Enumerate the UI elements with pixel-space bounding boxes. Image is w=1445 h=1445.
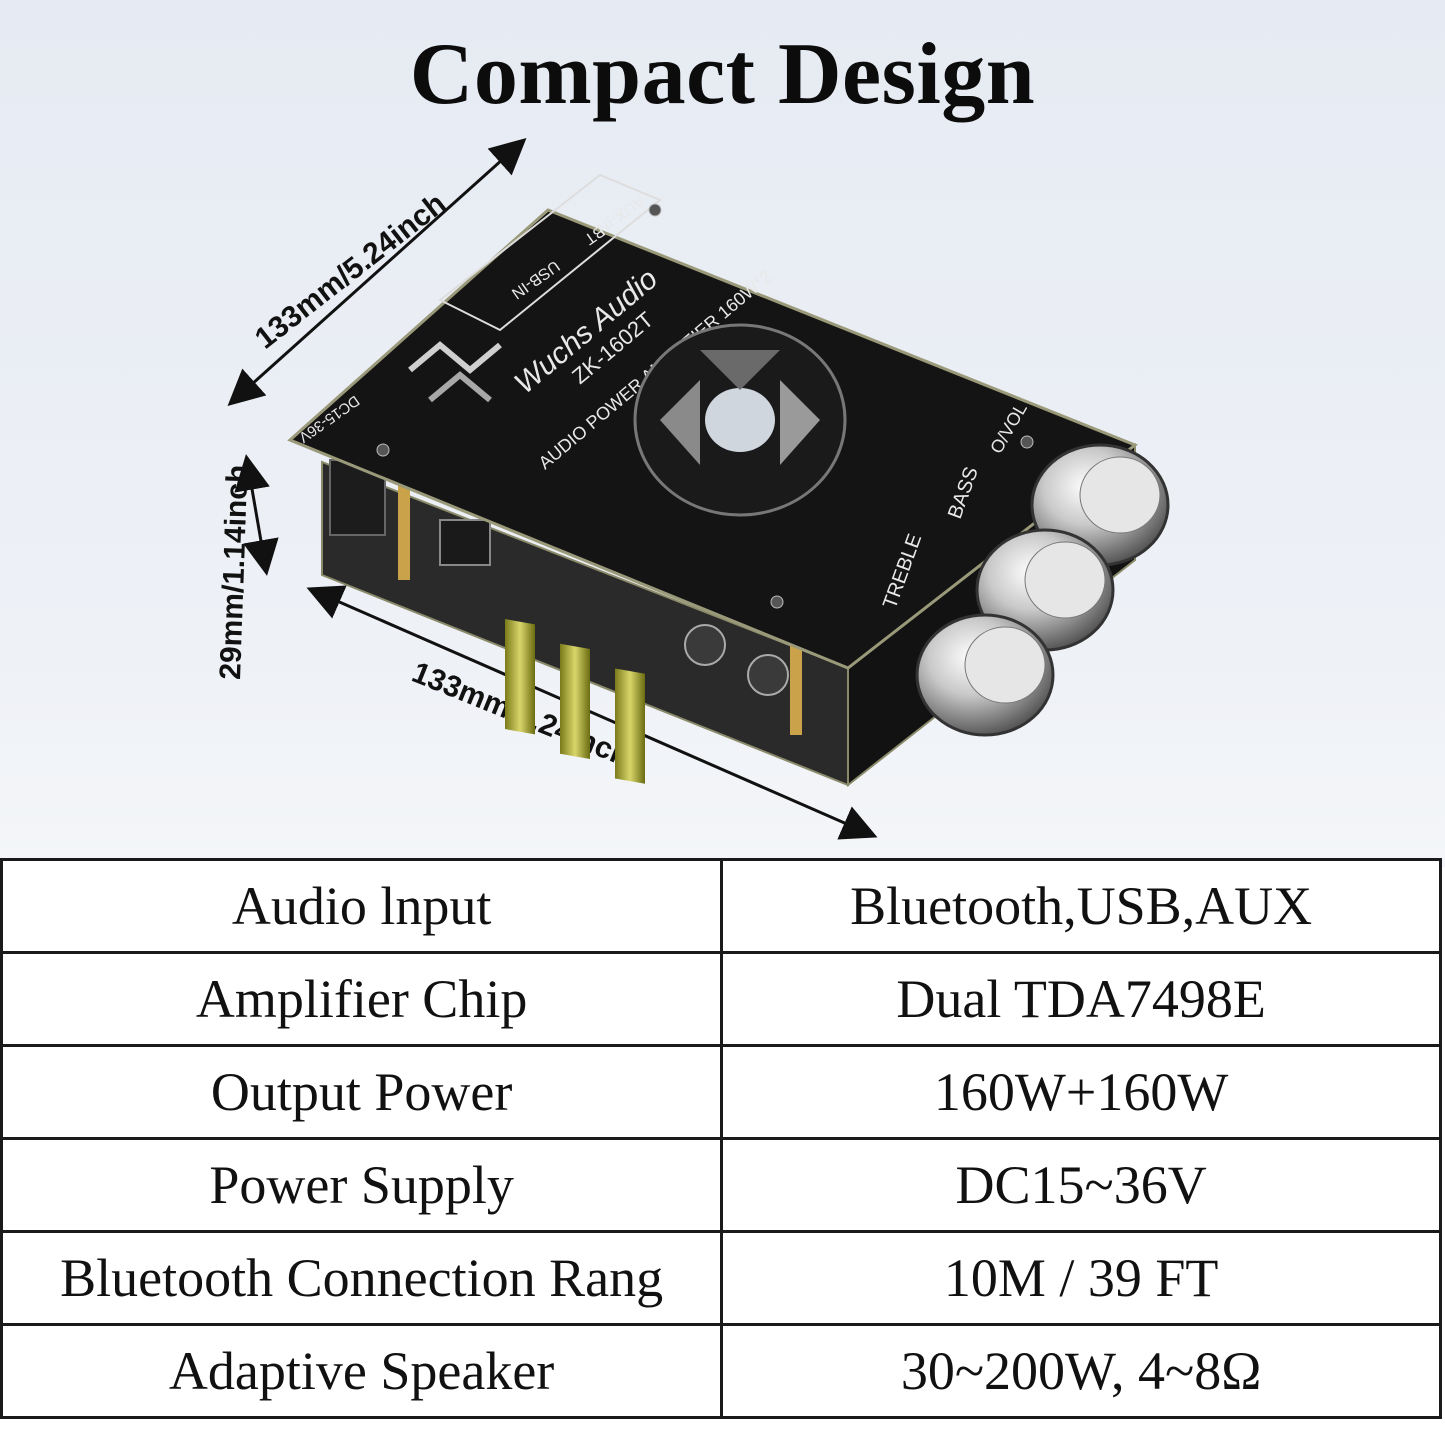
page-title: Compact Design <box>409 26 1036 123</box>
spec-label: Audio lnput <box>0 858 724 954</box>
height-dimension-arrow <box>234 454 279 576</box>
bottom-dimension-arrow <box>306 585 878 840</box>
top-dimension-arrow <box>227 137 527 407</box>
spec-label: Amplifier Chip <box>0 951 724 1047</box>
spec-table: Audio lnput Bluetooth,USB,AUX Amplifier … <box>0 858 1442 1419</box>
table-row: Amplifier Chip Dual TDA7498E <box>0 951 1442 1047</box>
capacitor <box>505 619 535 735</box>
small-capacitor <box>747 654 789 696</box>
spec-label: Power Supply <box>0 1137 724 1233</box>
amplifier-illustration: 133mm/5.24inch 29mm/1.14inch 133mm/5.24i… <box>214 137 1170 840</box>
chip <box>439 519 491 566</box>
height-dimension-label: 29mm/1.14inch <box>214 464 254 680</box>
heatsink-fins <box>408 341 502 403</box>
table-row: Bluetooth Connection Rang 10M / 39 FT <box>0 1230 1442 1326</box>
small-capacitor <box>684 624 726 666</box>
port-panel <box>438 173 662 332</box>
capacitor <box>615 668 645 784</box>
table-row: Output Power 160W+160W <box>0 1044 1442 1140</box>
table-row: Audio lnput Bluetooth,USB,AUX <box>0 858 1442 954</box>
standoff <box>790 640 802 735</box>
capacitor <box>560 643 590 760</box>
cooling-fan <box>633 323 847 517</box>
spec-value: Bluetooth,USB,AUX <box>720 858 1442 954</box>
spec-value: Dual TDA7498E <box>720 951 1442 1047</box>
table-row: Power Supply DC15~36V <box>0 1137 1442 1233</box>
product-figure: 133mm/5.24inch 29mm/1.14inch 133mm/5.24i… <box>0 120 1445 860</box>
spec-label: Adaptive Speaker <box>0 1323 724 1419</box>
screw <box>376 443 390 457</box>
spec-value: 160W+160W <box>720 1044 1442 1140</box>
screw <box>770 595 784 609</box>
spec-label: Output Power <box>0 1044 724 1140</box>
standoff <box>398 485 410 580</box>
table-row: Adaptive Speaker 30~200W, 4~8Ω <box>0 1323 1442 1419</box>
screw <box>1020 435 1034 449</box>
spec-value: DC15~36V <box>720 1137 1442 1233</box>
screw <box>648 203 662 217</box>
spec-value: 30~200W, 4~8Ω <box>720 1323 1442 1419</box>
treble-knob <box>915 613 1055 737</box>
spec-value: 10M / 39 FT <box>720 1230 1442 1326</box>
spec-label: Bluetooth Connection Rang <box>0 1230 724 1326</box>
